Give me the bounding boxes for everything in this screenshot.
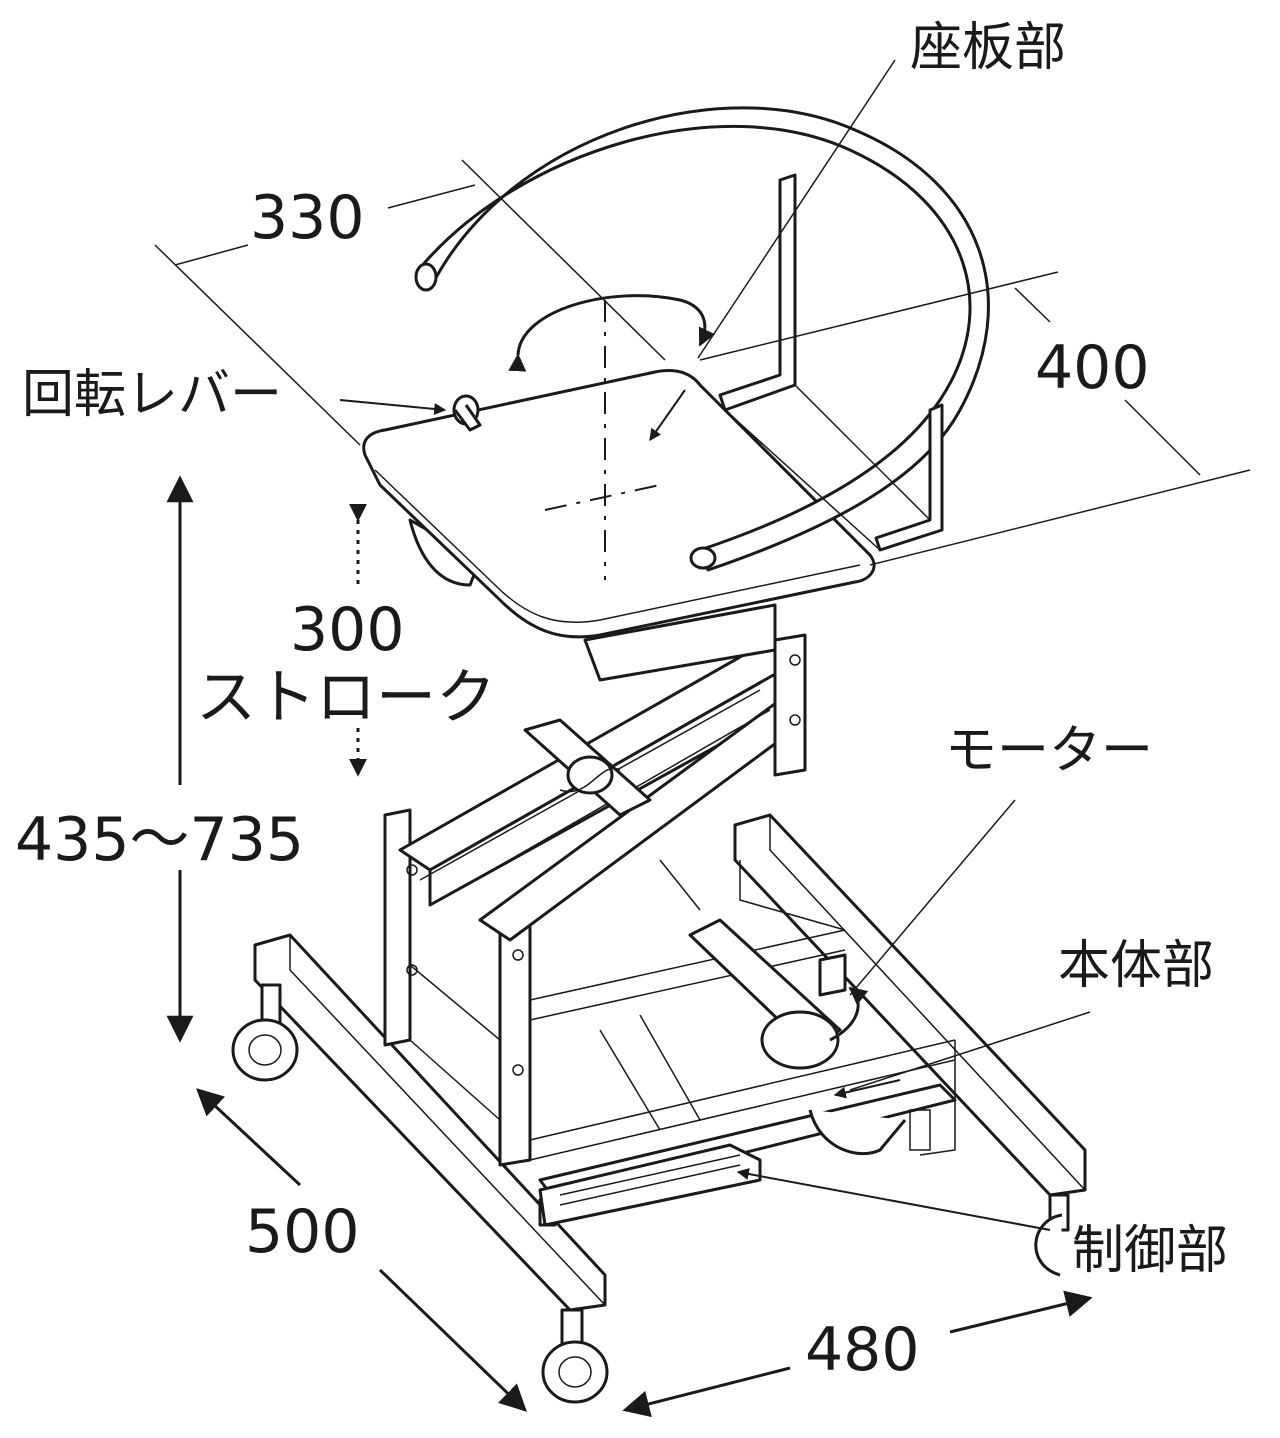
rotation-lever — [452, 394, 482, 432]
dimension-seat-depth: 400 — [699, 271, 1251, 566]
callout-main-body: 本体部 — [833, 936, 1214, 1099]
stroke-label: ストローク — [196, 663, 496, 733]
callout-controller: 制御部 — [736, 1168, 1228, 1281]
dimension-base-width: 480 — [622, 1290, 1093, 1418]
dimension-height: 435～735 — [15, 475, 304, 1043]
dimension-label-height: 435～735 — [15, 805, 304, 875]
dimension-base-depth: 500 — [196, 1088, 527, 1412]
part-label-seat: 座板部 — [910, 18, 1066, 78]
part-label-main-body: 本体部 — [1058, 936, 1214, 996]
dimension-stroke: 300 ストローク — [196, 503, 496, 777]
caster-rear-left — [231, 983, 299, 1082]
part-label-rotation-lever: 回転レバー — [22, 365, 282, 425]
part-label-controller: 制御部 — [1072, 1221, 1228, 1281]
caster-front-left — [541, 1308, 609, 1404]
callout-motor: モーター — [829, 721, 1153, 1042]
backrest-tube — [414, 106, 990, 572]
dimension-label-330: 330 — [250, 183, 365, 253]
dimension-label-480: 480 — [805, 1315, 920, 1385]
callout-rotation-lever: 回転レバー — [22, 365, 447, 425]
dimension-seat-width: 330 — [154, 159, 666, 446]
dimension-label-500: 500 — [245, 1197, 360, 1267]
callout-seat: 座板部 — [697, 18, 1066, 359]
motor — [659, 859, 847, 1070]
rotation-axis — [508, 294, 716, 580]
controller-unit — [538, 1109, 931, 1227]
dimension-label-400: 400 — [1035, 333, 1150, 403]
scissor-mechanism — [398, 633, 807, 942]
main-body-frame — [383, 808, 956, 1167]
base-frame — [231, 813, 1087, 1404]
dimension-label-300: 300 — [290, 595, 405, 665]
part-label-motor: モーター — [945, 721, 1153, 781]
caster-right — [1034, 1193, 1070, 1277]
seat-board — [362, 369, 876, 682]
